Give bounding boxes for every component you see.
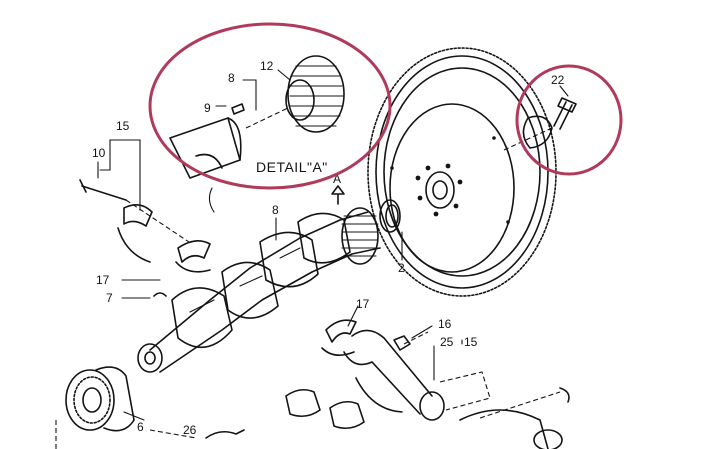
label-part-7: 7 bbox=[106, 291, 113, 305]
label-part-17-right: 17 bbox=[356, 297, 370, 311]
label-part-22: 22 bbox=[551, 73, 565, 87]
label-part-15-left: 15 bbox=[116, 119, 130, 133]
label-part-25: 25 bbox=[440, 335, 454, 349]
flywheel-inner-rim bbox=[383, 67, 541, 277]
woodruff-key-9 bbox=[231, 103, 245, 115]
detail-a-highlight-circle bbox=[148, 22, 392, 190]
crank-web-2 bbox=[221, 261, 279, 319]
flywheel-ring-gear bbox=[375, 55, 549, 289]
lower-bearing-shells bbox=[149, 388, 365, 439]
leader-lines bbox=[97, 69, 569, 421]
label-part-6: 6 bbox=[137, 420, 144, 434]
label-part-9: 9 bbox=[204, 101, 211, 115]
label-part-17-left: 17 bbox=[96, 273, 110, 287]
crank-web-3 bbox=[259, 231, 319, 288]
flywheel bbox=[367, 47, 557, 297]
crank-pulley-6 bbox=[55, 366, 135, 449]
part-labels: 8 12 9 15 10 17 7 8 2 17 16 25 15 6 26 2… bbox=[92, 59, 565, 437]
rod-nut-16 bbox=[393, 335, 411, 351]
label-part-26: 26 bbox=[183, 423, 197, 437]
label-part-16: 16 bbox=[438, 317, 452, 331]
timing-gear-12 bbox=[287, 55, 345, 133]
highlight-annotations bbox=[148, 22, 623, 190]
thrust-washer-7 bbox=[153, 292, 167, 297]
detail-a-title: DETAIL"A" bbox=[256, 159, 328, 175]
cap-bolt-10 bbox=[81, 185, 127, 201]
flywheel-hub-bore bbox=[432, 180, 448, 200]
crankshaft-front-snout bbox=[137, 343, 163, 373]
label-part-8-detail: 8 bbox=[228, 71, 235, 85]
bearing-shells-17 bbox=[175, 240, 357, 356]
flywheel-hub bbox=[425, 171, 455, 209]
part-22-highlight-circle bbox=[515, 64, 623, 176]
label-part-2: 2 bbox=[398, 261, 405, 275]
label-part-15-right: 15 bbox=[464, 335, 478, 349]
flywheel-plate bbox=[389, 103, 515, 273]
label-part-10: 10 bbox=[92, 146, 106, 160]
piston bbox=[439, 371, 570, 449]
connecting-rod-25 bbox=[343, 329, 445, 421]
detail-a bbox=[169, 55, 345, 213]
flywheel-bolt-holes bbox=[415, 163, 463, 217]
label-part-12: 12 bbox=[260, 59, 274, 73]
crankshaft bbox=[137, 207, 381, 373]
crank-web-1 bbox=[171, 287, 233, 349]
crank-web-4 bbox=[297, 212, 351, 264]
flywheel-bolt-22 bbox=[503, 97, 577, 151]
rear-seal-2 bbox=[379, 199, 403, 261]
label-part-8-main: 8 bbox=[272, 203, 279, 217]
main-bearing-cap bbox=[79, 179, 193, 263]
detail-arrow-letter: A bbox=[333, 172, 341, 186]
crankshaft-gear-8 bbox=[341, 207, 379, 265]
detail-a-arrow: A bbox=[331, 172, 345, 205]
